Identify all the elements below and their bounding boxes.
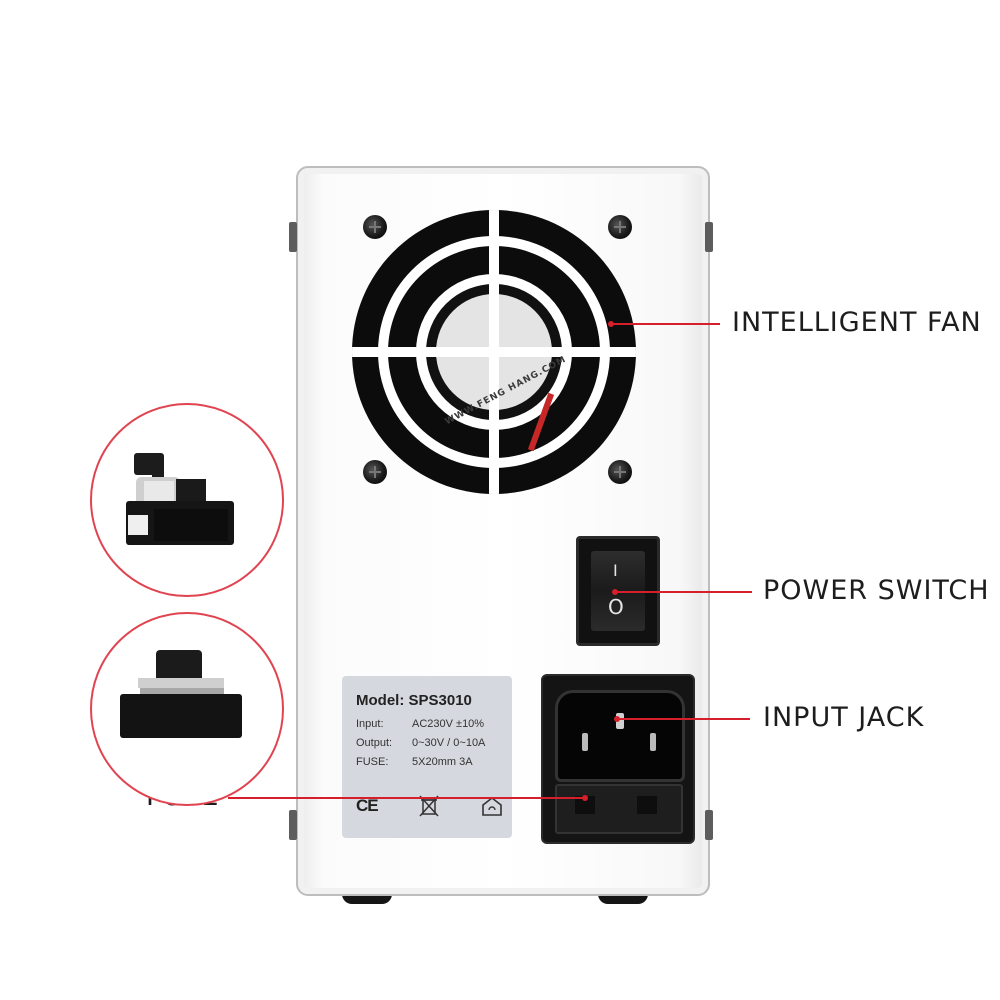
fuse-holder-open-icon	[126, 453, 234, 545]
side-bracket-bottom-left	[289, 810, 297, 840]
intelligent-fan: WWW.FENG HANG.COM	[352, 210, 636, 494]
socket-pin	[650, 733, 656, 751]
model-text: Model: SPS3010	[356, 692, 472, 709]
iec-socket	[555, 690, 685, 782]
screw-icon	[363, 460, 387, 484]
certification-icons: CE	[356, 794, 504, 818]
fan-callout-line	[612, 323, 720, 325]
label-power-switch: POWER SWITCH	[763, 575, 990, 606]
spec-row-fuse: FUSE: 5X20mm 3A	[356, 753, 502, 772]
screw-icon	[363, 215, 387, 239]
fuse-callout-line	[228, 797, 584, 799]
jack-callout-line	[618, 718, 750, 720]
spec-key: Output:	[356, 737, 393, 749]
side-bracket-top-right	[705, 222, 713, 252]
label-input-jack: INPUT JACK	[763, 702, 925, 733]
spec-key: FUSE:	[356, 756, 389, 768]
switch-on-mark: I	[613, 561, 618, 580]
fuse-callout-dot	[582, 795, 588, 801]
screw-icon	[608, 215, 632, 239]
spec-value: 0~30V / 0~10A	[412, 737, 486, 749]
fuse-holder-closed-icon	[120, 650, 242, 738]
spec-key: Input:	[356, 718, 384, 730]
recycle-house-icon	[481, 796, 502, 816]
fuse-drawer[interactable]	[555, 784, 683, 834]
switch-callout-dot	[612, 589, 618, 595]
socket-pin	[582, 733, 588, 751]
spec-label-plate: Model: SPS3010 Input: AC230V ±10% Output…	[342, 676, 512, 838]
switch-callout-line	[616, 591, 752, 593]
socket-pin	[616, 713, 624, 729]
fuse-holder-detail-closed	[90, 612, 284, 806]
side-bracket-top-left	[289, 222, 297, 252]
switch-off-mark: O	[608, 595, 624, 619]
input-jack[interactable]	[541, 674, 695, 844]
spec-value: AC230V ±10%	[412, 718, 485, 730]
weee-bin-icon	[419, 795, 439, 817]
spec-value: 5X20mm 3A	[412, 756, 473, 768]
fuse-holder-detail-open	[90, 403, 284, 597]
fan-callout-dot	[608, 321, 614, 327]
label-intelligent-fan: INTELLIGENT FAN	[732, 307, 982, 338]
side-bracket-bottom-right	[705, 810, 713, 840]
jack-callout-dot	[614, 716, 620, 722]
ce-mark: CE	[356, 796, 379, 815]
screw-icon	[608, 460, 632, 484]
spec-row-input: Input: AC230V ±10%	[356, 715, 502, 734]
spec-row-output: Output: 0~30V / 0~10A	[356, 734, 502, 753]
